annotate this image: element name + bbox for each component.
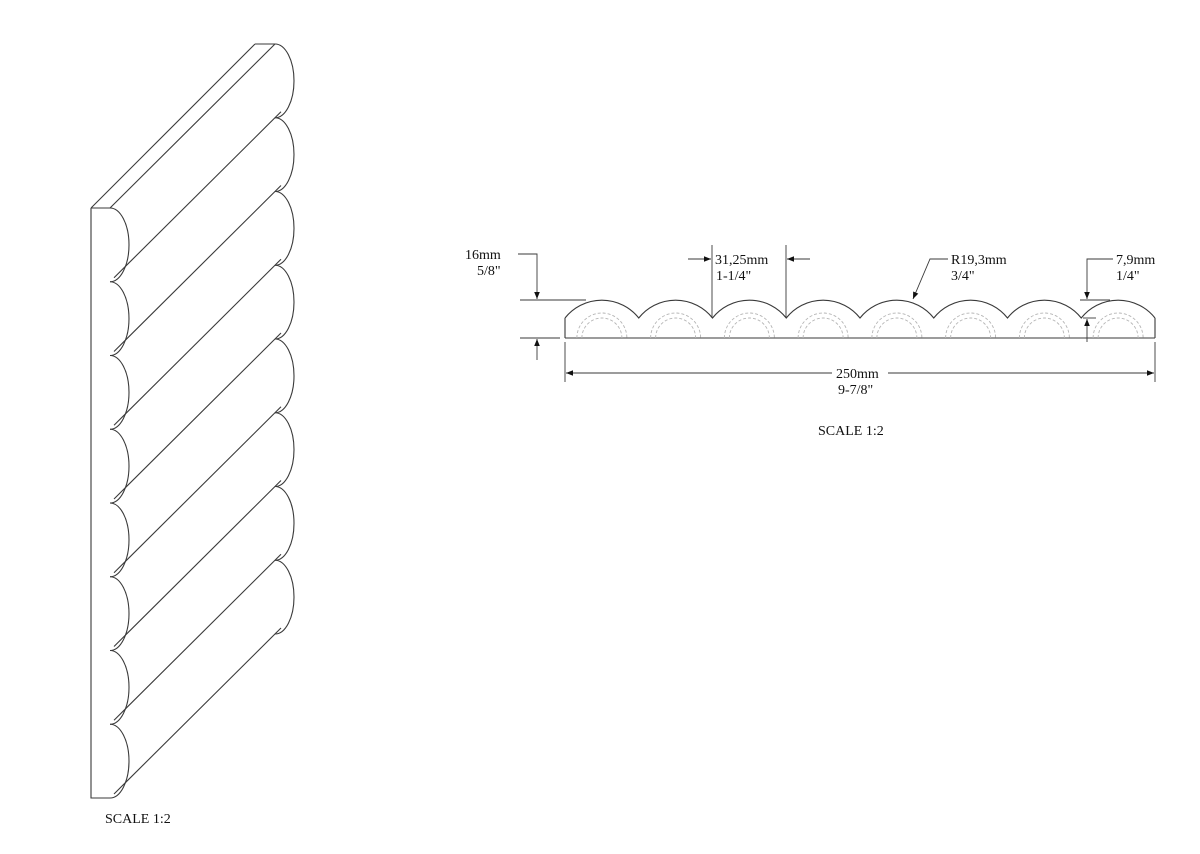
back-bead-profile bbox=[274, 559, 295, 635]
width-mm-label: 250mm bbox=[836, 367, 879, 382]
hidden-line-arc bbox=[1097, 317, 1139, 339]
dimension-depth: 7,9mm 1/4" bbox=[1080, 253, 1155, 342]
front-bead-profile bbox=[109, 576, 130, 652]
front-bead-profile bbox=[109, 428, 130, 504]
hidden-line-arc bbox=[723, 312, 775, 339]
hidden-line-arc bbox=[581, 317, 623, 339]
hidden-line-arc bbox=[655, 317, 697, 339]
hidden-line-arc bbox=[871, 312, 923, 339]
back-bead-profile bbox=[274, 190, 295, 266]
hidden-line-arc bbox=[1018, 312, 1070, 339]
bead-tangent-line bbox=[113, 185, 282, 352]
profile-scale-label: SCALE 1:2 bbox=[818, 424, 884, 439]
bead-tangent-line bbox=[113, 406, 282, 574]
iso-scale-label: SCALE 1:2 bbox=[105, 812, 171, 827]
radius-mm-label: R19,3mm bbox=[951, 253, 1007, 268]
hidden-line-arc bbox=[876, 317, 918, 339]
bead-tangent-line bbox=[113, 111, 282, 279]
back-bead-profile bbox=[274, 412, 295, 488]
pitch-inch-label: 1-1/4" bbox=[716, 269, 751, 284]
top-face-outer-edge bbox=[90, 43, 256, 209]
isometric-molding-view bbox=[90, 43, 295, 799]
dimension-pitch: 31,25mm 1-1/4" bbox=[688, 245, 810, 318]
profile-section-view bbox=[564, 299, 1156, 339]
bead-tangent-line bbox=[113, 258, 282, 426]
dimension-radius: R19,3mm 3/4" bbox=[912, 253, 1007, 300]
front-bead-profile bbox=[109, 281, 130, 357]
front-bead-profile bbox=[109, 723, 130, 799]
back-bead-profile bbox=[274, 338, 295, 414]
depth-inch-label: 1/4" bbox=[1116, 269, 1140, 284]
back-bead-profile bbox=[274, 43, 295, 119]
hidden-line-arc bbox=[797, 312, 849, 339]
front-bead-profile bbox=[109, 354, 130, 430]
hidden-line-arc bbox=[950, 317, 992, 339]
back-left-edge bbox=[90, 208, 110, 799]
back-bead-profile bbox=[274, 264, 295, 340]
height-inch-label: 5/8" bbox=[477, 264, 501, 279]
bead-tangent-line bbox=[113, 627, 282, 795]
hidden-line-arc bbox=[728, 317, 770, 339]
hidden-line-arc bbox=[945, 312, 997, 339]
hidden-line-arc bbox=[802, 317, 844, 339]
bead-tangent-line bbox=[113, 480, 282, 647]
front-bead-profile bbox=[109, 502, 130, 578]
dimension-width: 250mm 9-7/8" bbox=[564, 342, 1156, 398]
top-face-inner-edge bbox=[109, 43, 276, 209]
back-bead-profile bbox=[274, 485, 295, 561]
height-mm-label: 16mm bbox=[465, 248, 501, 263]
width-inch-label: 9-7/8" bbox=[838, 383, 873, 398]
hidden-line-arc bbox=[1023, 317, 1065, 339]
bead-tangent-line bbox=[113, 332, 282, 500]
hidden-line-arc bbox=[650, 312, 702, 339]
dimension-height: 16mm 5/8" bbox=[465, 248, 586, 360]
back-bead-profile bbox=[274, 117, 295, 193]
hidden-line-arc bbox=[576, 312, 628, 339]
depth-mm-label: 7,9mm bbox=[1116, 253, 1155, 268]
front-bead-profile bbox=[109, 207, 130, 283]
radius-inch-label: 3/4" bbox=[951, 269, 975, 284]
front-bead-profile bbox=[109, 649, 130, 725]
pitch-mm-label: 31,25mm bbox=[715, 253, 768, 268]
bead-tangent-line bbox=[113, 553, 282, 721]
profile-bead-outline bbox=[564, 299, 1156, 319]
hidden-line-arc bbox=[1092, 312, 1144, 339]
